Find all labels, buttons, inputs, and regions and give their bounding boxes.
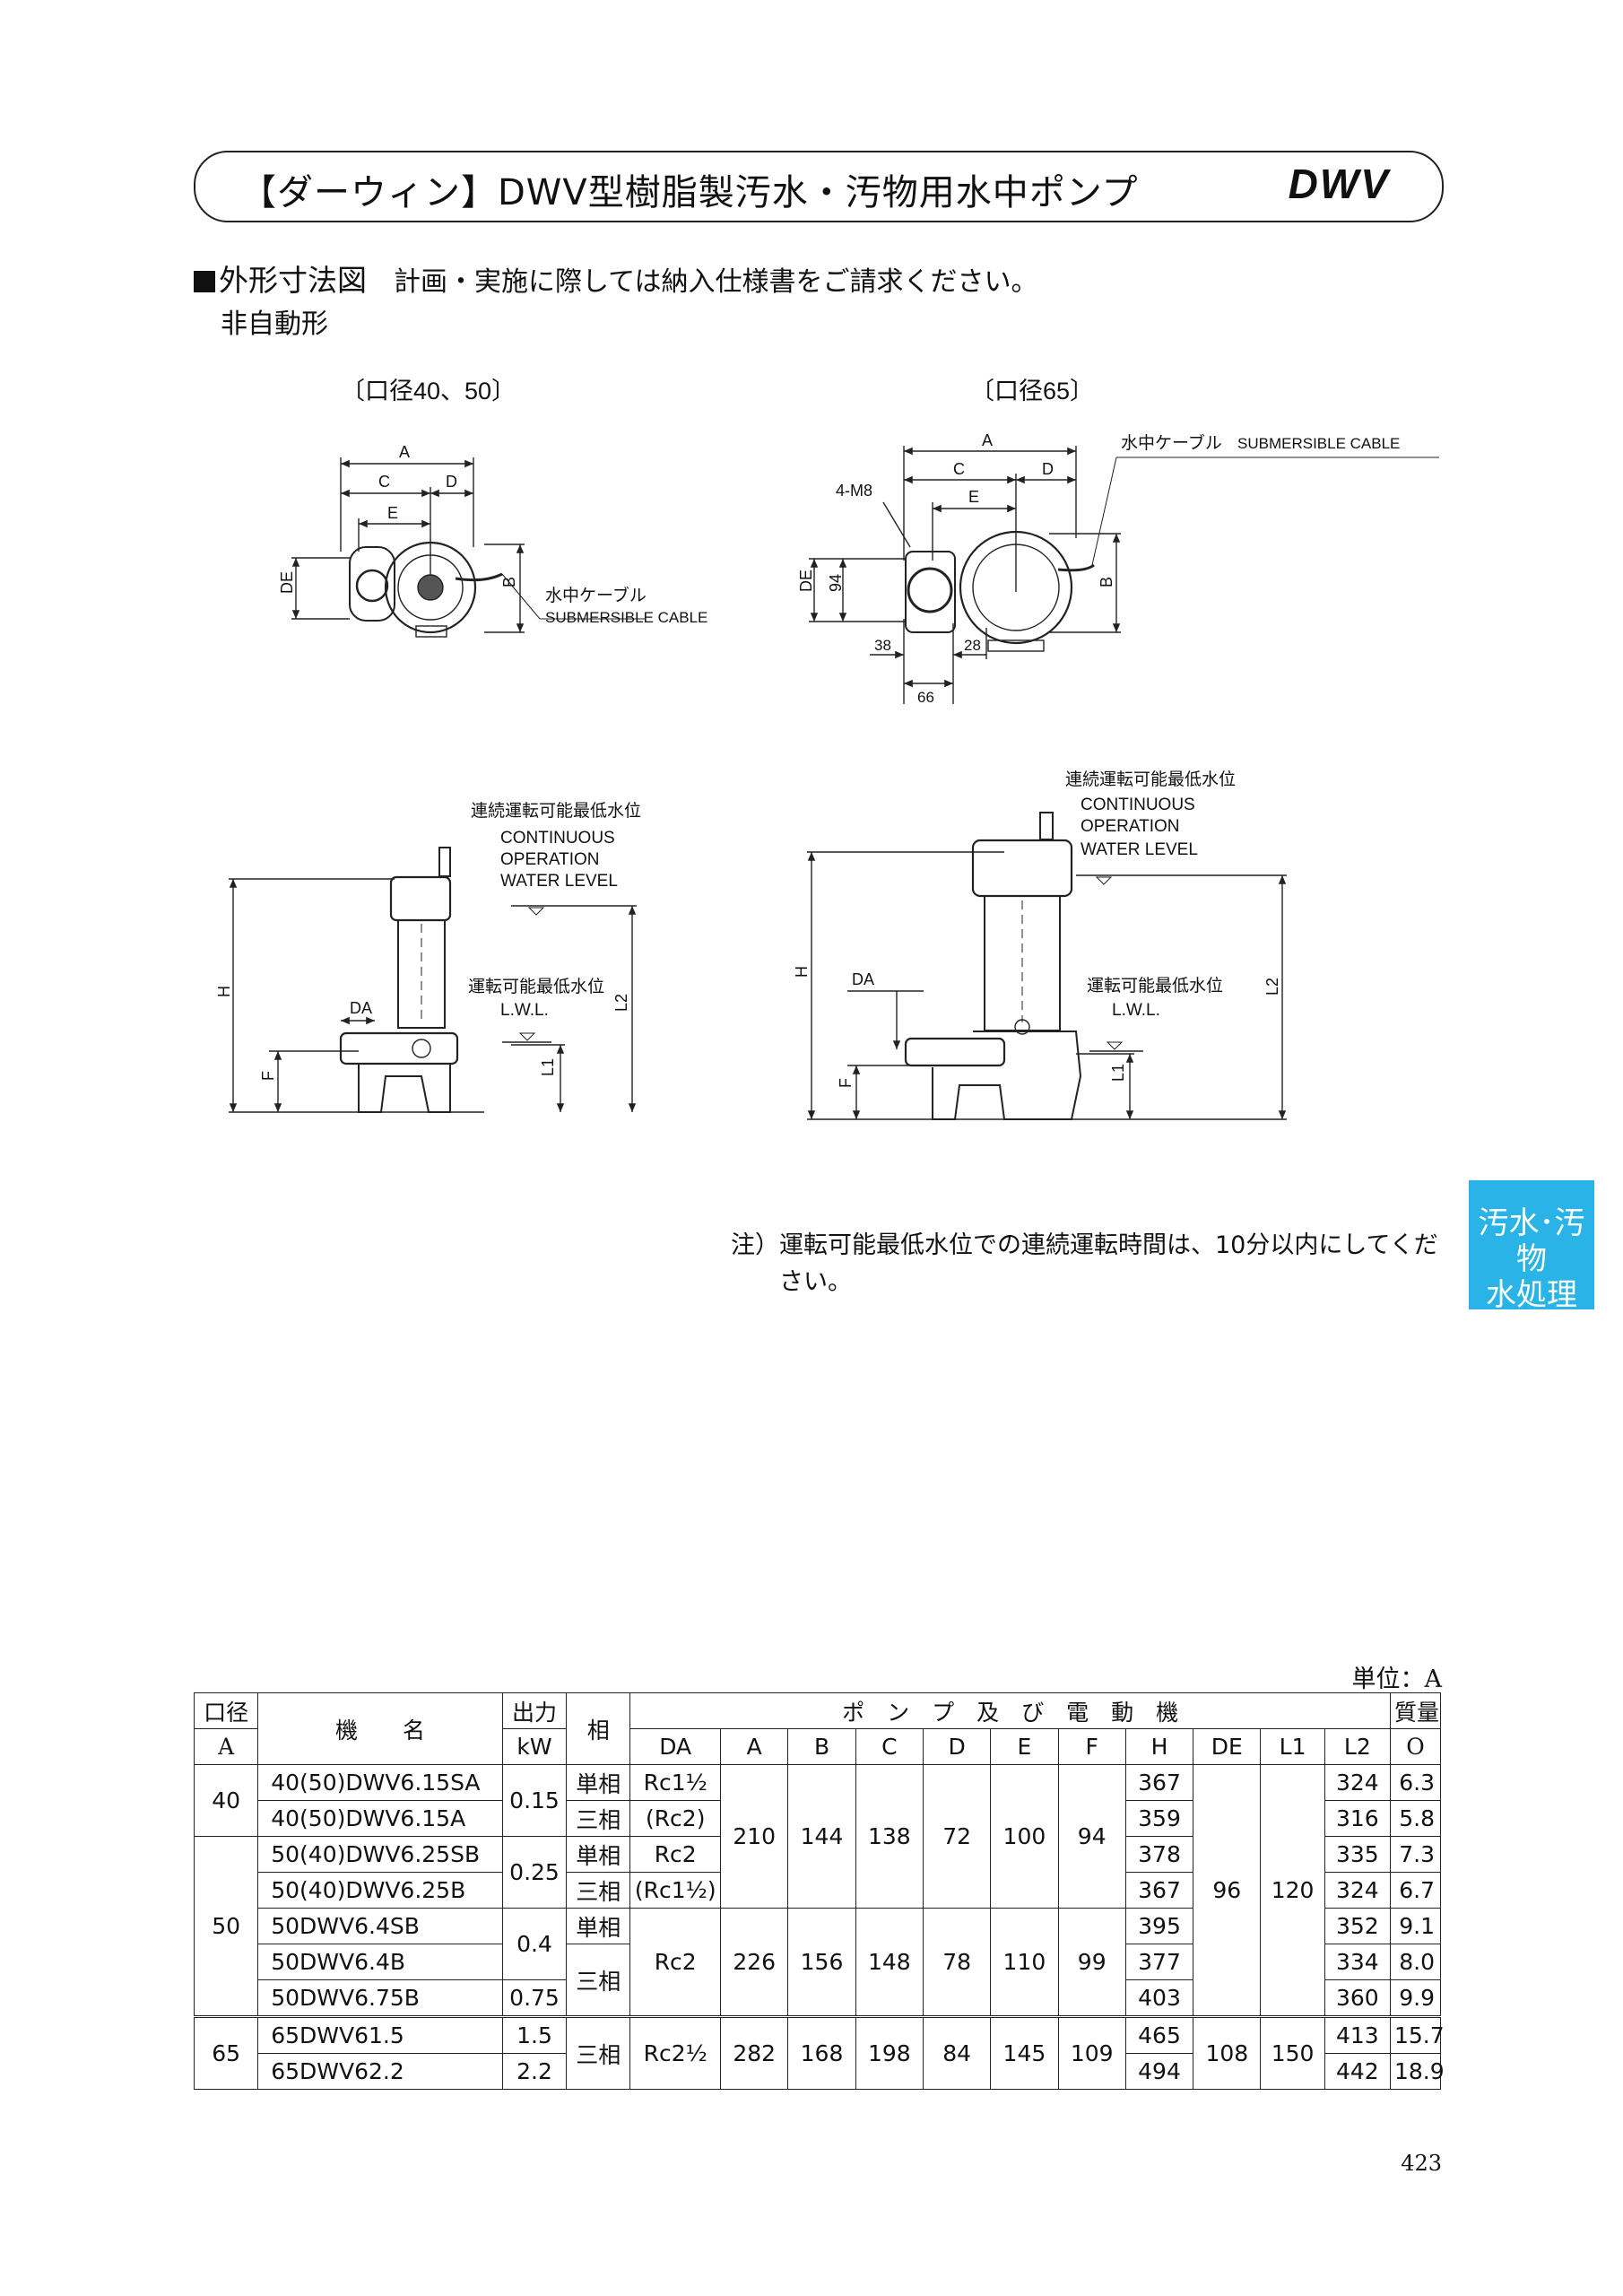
svg-text:4-M8: 4-M8 [836, 482, 872, 500]
header-output: 出力 [501, 1692, 568, 1729]
heading-note: 計画・実施に際しては納入仕様書をご請求ください。 [394, 266, 1038, 298]
svg-text:94: 94 [827, 574, 845, 592]
svg-text:水中ケーブル: 水中ケーブル [1121, 432, 1222, 453]
table-row: 40 40(50)DWV6.15SA 0.15 単相 Rc1½ 210 144 … [193, 1764, 1442, 2017]
table-row: 50(40)DWV6.25B 三相 (Rc1½) 367 324 6.7 [195, 1872, 1442, 1909]
heading-text: 外形寸法図 [219, 263, 367, 298]
svg-text:F: F [259, 1071, 277, 1081]
svg-text:H: H [215, 986, 233, 997]
svg-text:F: F [837, 1078, 855, 1088]
svg-text:L.W.L.: L.W.L. [1112, 1001, 1160, 1020]
table-row: 65 65DWV61.5 1.5 三相 Rc2½ 282 168 198 84 … [193, 2015, 1445, 2090]
svg-text:DE: DE [797, 570, 815, 592]
svg-text:C: C [378, 473, 390, 491]
header-mass: 質量 [1389, 1692, 1442, 1729]
svg-text:連続運転可能最低水位: 連続運転可能最低水位 [1065, 770, 1236, 789]
svg-text:38: 38 [874, 637, 891, 654]
table-row: 50 50(40)DWV6.25SB 0.25 単相 Rc2 378 335 7… [193, 1836, 1442, 2017]
svg-text:DE: DE [278, 571, 296, 594]
svg-text:66: 66 [917, 689, 934, 706]
svg-text:WATER LEVEL: WATER LEVEL [500, 872, 618, 891]
header-model: 機 名 [257, 1692, 503, 1765]
dimension-drawings: 〔口径40、50〕 A C D E DE B 水中ケーブル SUBMERSIBL… [215, 378, 1439, 1120]
svg-text:A: A [982, 431, 993, 449]
svg-text:連続運転可能最低水位: 連続運転可能最低水位 [471, 801, 641, 821]
left-caption: 〔口径40、50〕 [341, 378, 516, 404]
table-row: 50DWV6.75B 0.75 403 360 9.9 [195, 1979, 1442, 2017]
svg-text:C: C [953, 460, 965, 478]
svg-text:E: E [968, 488, 979, 506]
svg-text:B: B [1098, 577, 1115, 587]
table-row: 40(50)DWV6.15A 三相 (Rc2) 359 316 5.8 [195, 1800, 1442, 1837]
subheading: 非自動形 [221, 309, 328, 340]
svg-text:A: A [399, 443, 410, 461]
svg-text:H: H [793, 966, 811, 978]
svg-text:L2: L2 [612, 994, 630, 1012]
spec-table: 口径 機 名 出力 相 ポ ン プ 及 び 電 動 機 質量 A kW DA A… [193, 1692, 1445, 2090]
right-caption: 〔口径65〕 [970, 378, 1094, 404]
svg-text:DA: DA [852, 970, 874, 988]
series-code: DWV [1288, 161, 1390, 207]
svg-text:運転可能最低水位: 運転可能最低水位 [1087, 976, 1223, 996]
svg-text:SUBMERSIBLE CABLE: SUBMERSIBLE CABLE [1237, 435, 1400, 452]
header-pump-group: ポ ン プ 及 び 電 動 機 [629, 1692, 1391, 1729]
table-row: 50DWV6.4SB 0.4 単相 Rc2 226 156 148 78 110… [195, 1908, 1442, 2017]
svg-text:水中ケーブル: 水中ケーブル [545, 585, 647, 605]
svg-text:L.W.L.: L.W.L. [500, 1001, 549, 1020]
table-row: 65DWV62.2 2.2 494 442 18.9 [195, 2053, 1445, 2090]
svg-text:L2: L2 [1263, 978, 1281, 996]
svg-text:SUBMERSIBLE CABLE: SUBMERSIBLE CABLE [545, 609, 707, 626]
page-title: 【ダーウィン】DWV型樹脂製汚水・汚物用水中ポンプ [240, 172, 1139, 213]
svg-text:D: D [446, 473, 457, 491]
title-bar: 【ダーウィン】DWV型樹脂製汚水・汚物用水中ポンプ DWV [194, 151, 1444, 222]
svg-text:E: E [387, 504, 398, 522]
header-bore: 口径 [193, 1692, 259, 1729]
svg-text:CONTINUOUS: CONTINUOUS [1081, 796, 1195, 814]
svg-text:28: 28 [964, 637, 981, 654]
side-category-tab[interactable]: 汚水･汚物 水処理 [1469, 1180, 1594, 1313]
header-phase: 相 [566, 1692, 631, 1765]
svg-text:OPERATION: OPERATION [500, 850, 600, 869]
svg-text:DA: DA [350, 999, 372, 1017]
svg-text:L1: L1 [539, 1058, 557, 1076]
page-number: 423 [1401, 2151, 1442, 2176]
table-row: 50DWV6.4B 三相 377 334 8.0 [195, 1944, 1442, 2017]
bullet-square-icon [194, 271, 215, 292]
svg-text:D: D [1042, 460, 1054, 478]
svg-text:CONTINUOUS: CONTINUOUS [500, 829, 615, 848]
svg-text:WATER LEVEL: WATER LEVEL [1081, 840, 1198, 859]
svg-text:OPERATION: OPERATION [1081, 817, 1180, 836]
figure-note: 注）運転可能最低水位での連続運転時間は、10分以内にしてくだ さい。 [731, 1231, 1438, 1296]
svg-text:運転可能最低水位: 運転可能最低水位 [468, 977, 604, 996]
section-heading: 外形寸法図計画・実施に際しては納入仕様書をご請求ください。 [194, 257, 1038, 300]
svg-text:L1: L1 [1109, 1064, 1127, 1082]
unit-label: 単位：A [1351, 1665, 1443, 1693]
